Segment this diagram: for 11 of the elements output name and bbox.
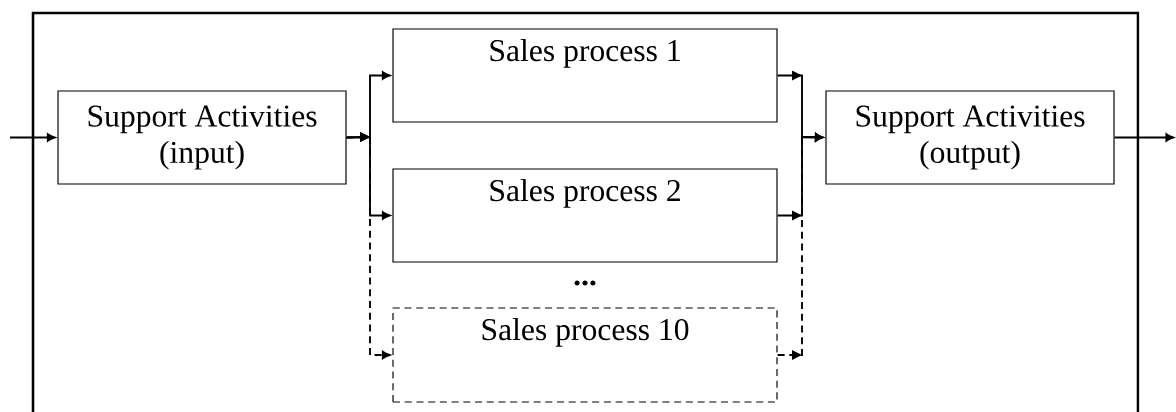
arrow	[776, 133, 824, 360]
frame	[31, 11, 1140, 412]
arrow	[345, 132, 391, 360]
arrow	[1113, 133, 1174, 142]
process-box: Support Activities (output)	[825, 90, 1115, 185]
process-box: Sales process 1	[392, 28, 778, 123]
ellipsis-label: ...	[574, 280, 596, 286]
process-box: Sales process 2	[392, 168, 778, 263]
process-box: Support Activities (input)	[57, 90, 347, 185]
arrow	[9, 133, 56, 142]
process-box: Sales process 10	[392, 307, 778, 403]
